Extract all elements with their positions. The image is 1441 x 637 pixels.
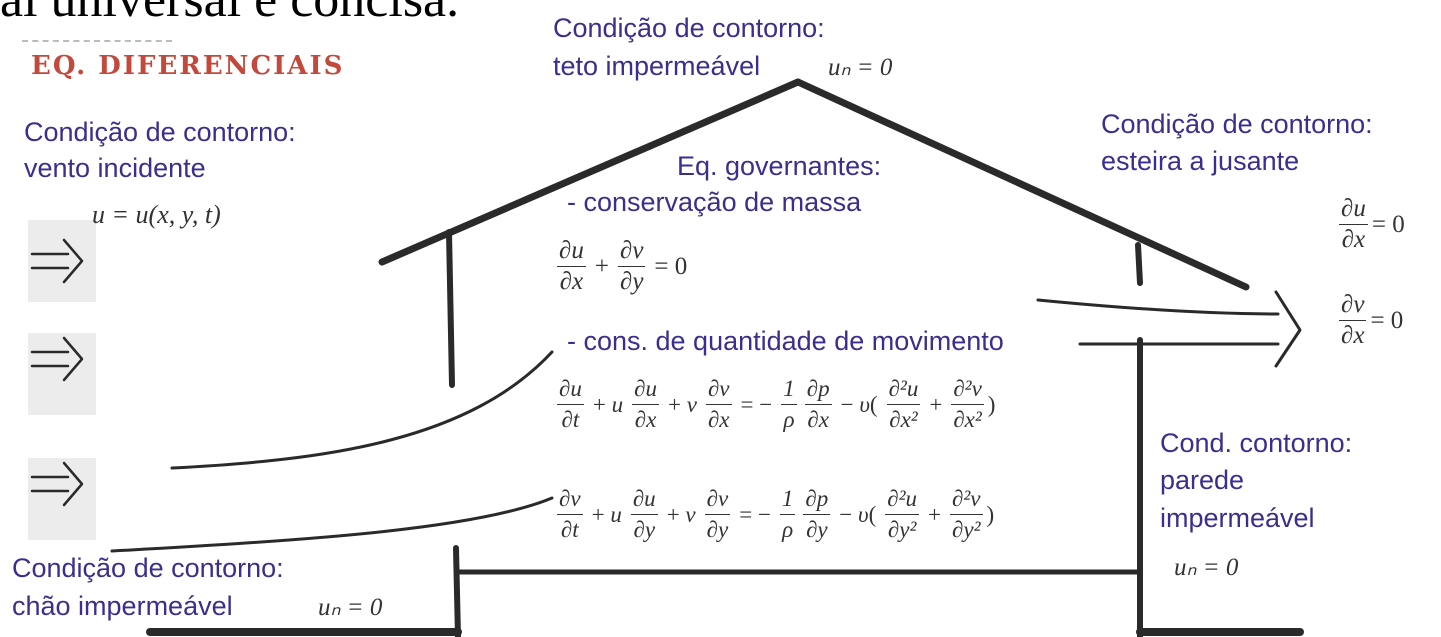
inlet-label-line1: Condição de contorno: <box>24 117 296 147</box>
section-title: EQ. DIFERENCIAIS <box>31 51 345 81</box>
roof-right-slope <box>794 78 1250 291</box>
left-low-wall <box>453 545 461 637</box>
outlet-eq-du-dx: ∂u∂x = 0 <box>1335 194 1405 255</box>
wall-label-line2: parede <box>1160 465 1245 495</box>
ground-label-line2: chão impermeável <box>12 591 233 621</box>
inlet-box-3 <box>28 458 96 540</box>
inlet-box-2 <box>28 333 96 415</box>
right-eave-post <box>1135 242 1143 286</box>
header-fragment: al universal e concisa. <box>0 0 459 29</box>
outlet-arrow-head <box>1274 290 1302 368</box>
streamline-2 <box>110 496 554 553</box>
outlet-eq2-num: ∂v <box>1339 290 1367 321</box>
mass-equation: ∂u∂x + ∂v∂y = 0 <box>557 237 688 295</box>
inlet-box-1 <box>28 220 96 302</box>
inlet-label-line2: vento incidente <box>24 153 206 183</box>
outlet-eq1-rhs: = 0 <box>1371 210 1405 238</box>
roof-label-line1: Condição de contorno: <box>553 13 825 43</box>
outlet-eq1-num: ∂u <box>1339 194 1368 225</box>
outlet-label-line1: Condição de contorno: <box>1101 109 1373 139</box>
inlet-arrow-2 <box>30 336 84 382</box>
roof-equation: uₙ = 0 <box>828 54 893 81</box>
ground-label-line1: Condição de contorno: <box>12 553 284 583</box>
inlet-arrow-3 <box>30 461 84 507</box>
wall-label-line1: Cond. contorno: <box>1160 428 1353 458</box>
inlet-arrow-1 <box>30 238 84 284</box>
governing-title: Eq. governantes: <box>677 151 882 181</box>
streamline-3 <box>1036 298 1280 316</box>
divider <box>22 40 172 42</box>
outlet-eq-dv-dx: ∂v∂x = 0 <box>1335 290 1403 351</box>
outlet-label-line2: esteira a jusante <box>1101 146 1300 176</box>
mass-conservation-label: - conservação de massa <box>567 187 862 217</box>
outlet-eq1-den: ∂x <box>1341 226 1366 253</box>
momentum-label: - cons. de quantidade de movimento <box>567 326 1004 356</box>
left-eave-post <box>446 229 455 388</box>
inlet-equation: u = u(x, y, t) <box>92 200 221 229</box>
outlet-eq2-rhs: = 0 <box>1370 306 1404 334</box>
wall-equation: uₙ = 0 <box>1174 554 1239 581</box>
streamline-1 <box>170 350 554 470</box>
ground-equation: uₙ = 0 <box>318 594 383 621</box>
roof-label-line2: teto impermeável <box>553 51 761 81</box>
wall-label-line3: impermeável <box>1160 503 1315 533</box>
outlet-eq2-den: ∂x <box>1341 322 1365 349</box>
